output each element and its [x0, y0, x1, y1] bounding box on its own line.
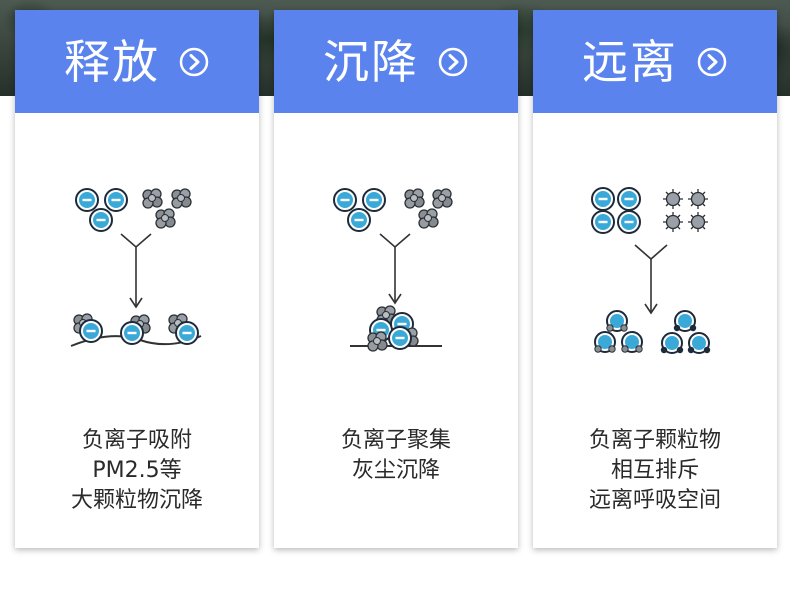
negative-ion-icon [388, 326, 412, 350]
card-title: 释放 [64, 34, 160, 89]
negative-ion-icon [617, 187, 641, 211]
card-title: 远离 [582, 34, 678, 89]
card-repel: 远离 [533, 10, 777, 548]
ion-particle-pair-icon [620, 331, 644, 354]
card-caption: 负离子聚集 灰尘沉降 [274, 426, 518, 486]
circle-chevron-right-icon[interactable] [178, 46, 210, 78]
card-header[interactable]: 沉降 [274, 10, 518, 113]
caption-line: 大颗粒物沉降 [70, 488, 203, 513]
dust-particle-icon [367, 331, 388, 352]
negative-ion-icon [591, 210, 615, 234]
circle-chevron-right-icon[interactable] [437, 46, 469, 78]
caption-line: 负离子吸附 [81, 428, 192, 453]
repel-diagram [533, 180, 777, 360]
virus-particle-icon [687, 211, 709, 233]
card-caption: 负离子吸附 PM2.5等 大颗粒物沉降 [15, 426, 259, 516]
negative-ion-icon [120, 321, 144, 345]
caption-line: 相互排斥 [610, 458, 699, 483]
negative-ion-icon [347, 208, 371, 232]
caption-line: 灰尘沉降 [351, 458, 440, 483]
negative-ion-icon [89, 208, 113, 232]
dust-particle-icon [155, 208, 176, 229]
card-header[interactable]: 远离 [533, 10, 777, 113]
ion-particle-pair-icon [593, 331, 617, 354]
negative-ion-icon [617, 210, 641, 234]
card-title: 沉降 [323, 34, 419, 89]
caption-line: 负离子颗粒物 [588, 428, 721, 453]
virus-particle-icon [662, 188, 684, 210]
adsorption-diagram [15, 180, 259, 360]
ion-particle-pair-icon [605, 310, 629, 333]
dust-particle-icon [142, 188, 163, 209]
card-caption: 负离子颗粒物 相互排斥 远离呼吸空间 [533, 426, 777, 516]
negative-ion-icon [362, 188, 386, 212]
aggregation-diagram [274, 180, 518, 360]
dust-particle-icon [404, 188, 425, 209]
card-header[interactable]: 释放 [15, 10, 259, 113]
negative-ion-icon [104, 188, 128, 212]
negative-ion-icon [333, 188, 357, 212]
ion-particle-pair-icon [672, 310, 698, 333]
negative-ion-icon [175, 321, 199, 345]
card-settle: 沉降 [274, 10, 518, 548]
ion-particle-pair-icon [686, 332, 712, 355]
virus-particle-icon [687, 188, 709, 210]
dust-particle-icon [171, 188, 192, 209]
card-release: 释放 [15, 10, 259, 548]
caption-line: 负离子聚集 [340, 428, 451, 453]
ion-particle-pair-icon [659, 332, 685, 355]
circle-chevron-right-icon[interactable] [696, 46, 728, 78]
negative-ion-icon [75, 188, 99, 212]
caption-line: 远离呼吸空间 [588, 488, 721, 513]
virus-particle-icon [662, 211, 684, 233]
negative-ion-icon [591, 187, 615, 211]
negative-ion-icon [79, 319, 103, 343]
dust-particle-icon [432, 188, 453, 209]
dust-particle-icon [418, 208, 439, 229]
caption-line: PM2.5等 [92, 458, 182, 483]
